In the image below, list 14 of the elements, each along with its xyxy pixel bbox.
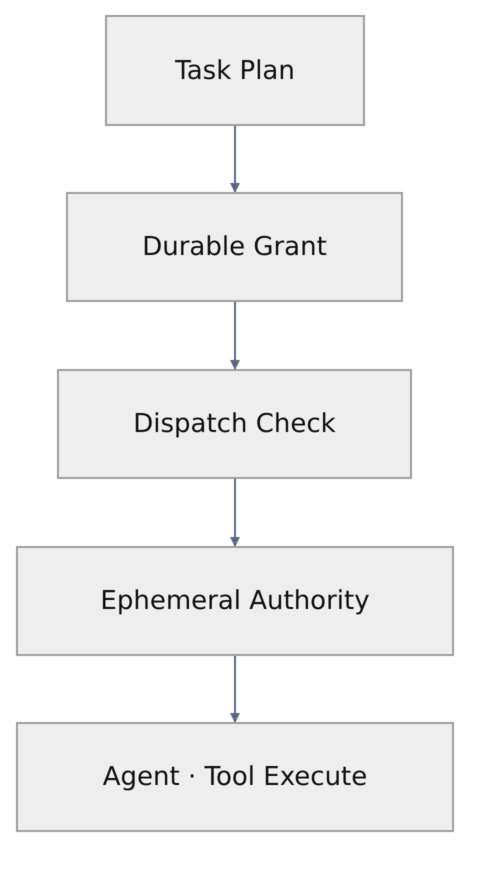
process-box <box>16 546 454 656</box>
box-label: Durable Grant <box>142 232 327 262</box>
box-label: Task Plan <box>175 56 295 86</box>
process-box <box>105 15 365 126</box>
process-box <box>16 722 454 832</box>
process-box <box>66 192 403 302</box>
box-label: Ephemeral Authority <box>100 586 370 616</box>
arrow <box>230 302 240 370</box>
arrow <box>230 656 240 723</box>
arrow <box>230 126 240 193</box>
process-box <box>57 369 412 479</box>
box-label: Dispatch Check <box>133 409 336 439</box>
box-label: Agent · Tool Execute <box>102 762 368 792</box>
arrow <box>230 479 240 547</box>
